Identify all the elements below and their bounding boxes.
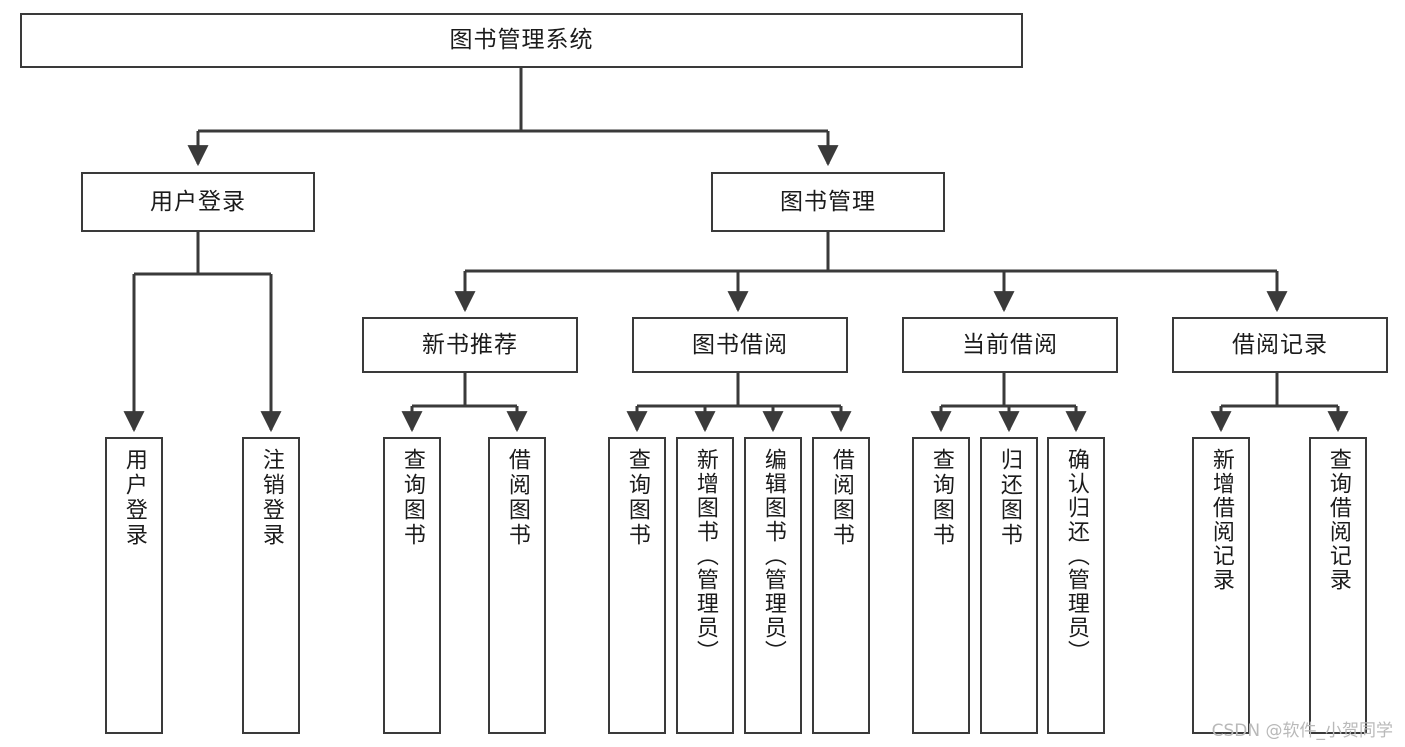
node-current-borrow[interactable]: 当前借阅 bbox=[902, 317, 1118, 373]
node-leaf-query-book-1-label: 查询图书 bbox=[399, 448, 425, 548]
node-leaf-user-login[interactable]: 用户登录 bbox=[105, 437, 163, 734]
node-leaf-query-record[interactable]: 查询借阅记录 bbox=[1309, 437, 1367, 734]
node-leaf-add-record[interactable]: 新增借阅记录 bbox=[1192, 437, 1250, 734]
node-root[interactable]: 图书管理系统 bbox=[20, 13, 1023, 68]
node-leaf-borrow-book-2-label: 借阅图书 bbox=[828, 448, 854, 548]
node-leaf-logout[interactable]: 注销登录 bbox=[242, 437, 300, 734]
node-user-login[interactable]: 用户登录 bbox=[81, 172, 315, 232]
node-leaf-user-login-label: 用户登录 bbox=[121, 448, 147, 548]
node-leaf-query-book-2[interactable]: 查询图书 bbox=[608, 437, 666, 734]
node-borrow-record[interactable]: 借阅记录 bbox=[1172, 317, 1388, 373]
node-leaf-query-book-3[interactable]: 查询图书 bbox=[912, 437, 970, 734]
node-leaf-add-record-label: 新增借阅记录 bbox=[1208, 448, 1234, 592]
node-leaf-confirm-return-label: 确认归还（管理员） bbox=[1063, 448, 1089, 664]
node-current-borrow-label: 当前借阅 bbox=[962, 331, 1058, 358]
node-book-borrow-label: 图书借阅 bbox=[692, 331, 788, 358]
node-leaf-borrow-book-2[interactable]: 借阅图书 bbox=[812, 437, 870, 734]
node-leaf-borrow-book-1-label: 借阅图书 bbox=[504, 448, 530, 548]
node-leaf-edit-book[interactable]: 编辑图书（管理员） bbox=[744, 437, 802, 734]
node-book-borrow[interactable]: 图书借阅 bbox=[632, 317, 848, 373]
node-book-manage-label: 图书管理 bbox=[780, 188, 876, 215]
node-leaf-logout-label: 注销登录 bbox=[258, 448, 284, 548]
node-leaf-confirm-return[interactable]: 确认归还（管理员） bbox=[1047, 437, 1105, 734]
node-leaf-edit-book-label: 编辑图书（管理员） bbox=[760, 448, 786, 664]
node-leaf-query-book-2-label: 查询图书 bbox=[624, 448, 650, 548]
node-borrow-record-label: 借阅记录 bbox=[1232, 331, 1328, 358]
node-leaf-query-book-1[interactable]: 查询图书 bbox=[383, 437, 441, 734]
node-root-label: 图书管理系统 bbox=[449, 27, 594, 54]
node-leaf-query-book-3-label: 查询图书 bbox=[928, 448, 954, 548]
node-new-book-recommend[interactable]: 新书推荐 bbox=[362, 317, 578, 373]
node-leaf-add-book[interactable]: 新增图书（管理员） bbox=[676, 437, 734, 734]
node-leaf-borrow-book-1[interactable]: 借阅图书 bbox=[488, 437, 546, 734]
node-leaf-return-book[interactable]: 归还图书 bbox=[980, 437, 1038, 734]
node-leaf-query-record-label: 查询借阅记录 bbox=[1325, 448, 1351, 592]
node-leaf-return-book-label: 归还图书 bbox=[996, 448, 1022, 548]
csdn-watermark: CSDN @软件_小贺同学 bbox=[1211, 721, 1393, 741]
node-book-manage[interactable]: 图书管理 bbox=[711, 172, 945, 232]
node-user-login-label: 用户登录 bbox=[150, 188, 246, 215]
node-new-book-recommend-label: 新书推荐 bbox=[422, 331, 518, 358]
node-leaf-add-book-label: 新增图书（管理员） bbox=[692, 448, 718, 664]
